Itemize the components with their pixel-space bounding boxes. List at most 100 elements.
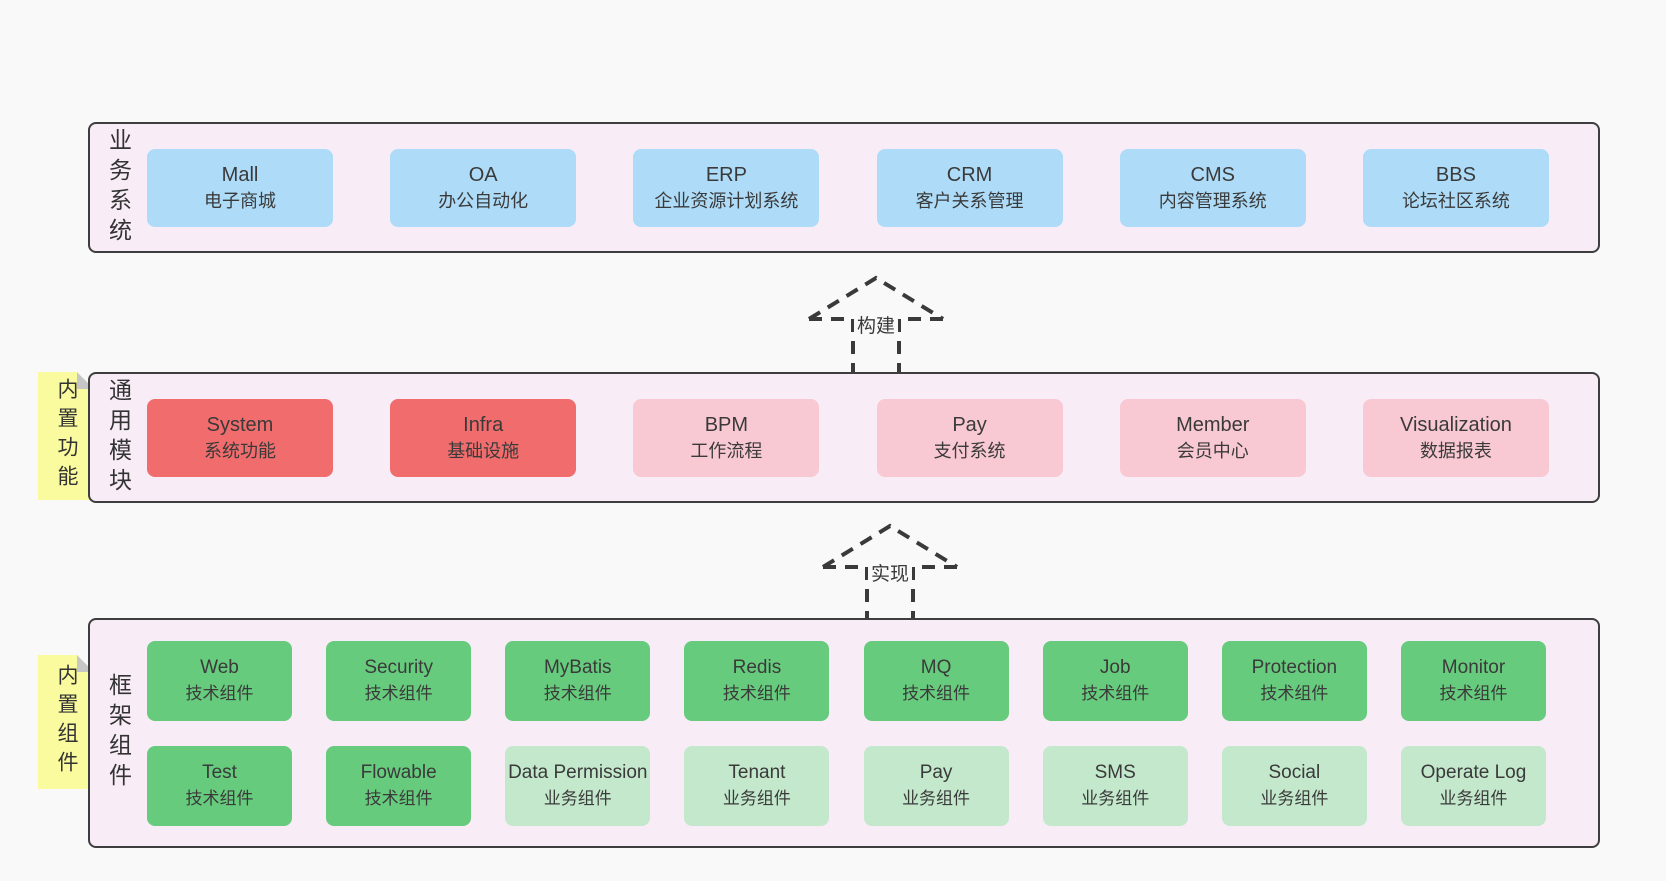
box-desc: 业务组件: [1081, 788, 1150, 808]
box-name: MQ: [920, 656, 952, 678]
box-mq: MQ 技术组件: [863, 640, 1009, 721]
box-pay-module: Pay 支付系统: [876, 398, 1063, 477]
box-desc: 技术组件: [543, 683, 612, 703]
box-desc: 业务组件: [1260, 788, 1329, 808]
box-name: OA: [468, 163, 498, 186]
box-mall: Mall 电子商城: [147, 148, 333, 227]
box-name: CRM: [946, 163, 993, 186]
box-desc: 基础设施: [447, 440, 520, 461]
box-desc: 客户关系管理: [915, 190, 1024, 211]
box-bpm: BPM 工作流程: [633, 398, 820, 477]
box-name: BBS: [1435, 163, 1476, 186]
box-name: Social: [1268, 761, 1321, 783]
box-name: Tenant: [728, 761, 786, 783]
box-desc: 业务组件: [543, 788, 612, 808]
up-arrow-icon: [821, 523, 959, 620]
box-name: Visualization: [1399, 413, 1512, 436]
box-desc: 系统功能: [204, 440, 276, 461]
box-desc: 技术组件: [185, 788, 254, 808]
box-bbs: BBS 论坛社区系统: [1362, 148, 1549, 227]
box-name: Monitor: [1441, 656, 1506, 678]
implement-arrow: 实现: [815, 520, 965, 620]
box-job: Job 技术组件: [1042, 640, 1188, 721]
box-name: ERP: [705, 163, 747, 186]
box-name: Flowable: [360, 761, 437, 783]
box-web: Web 技术组件: [147, 640, 292, 721]
box-desc: 业务组件: [902, 788, 971, 808]
box-name: Security: [364, 656, 433, 678]
box-name: Job: [1099, 656, 1131, 678]
box-desc: 业务组件: [722, 788, 791, 808]
box-name: System: [206, 413, 274, 436]
box-visualization: Visualization 数据报表: [1362, 398, 1549, 477]
builtin-features-note-text: 内置功能: [55, 378, 78, 494]
box-desc: 办公自动化: [438, 190, 529, 211]
box-tenant: Tenant 业务组件: [684, 745, 830, 826]
common-modules-section: 通用模块 System 系统功能 Infra 基础设施 BPM 工作流程 Pay…: [88, 372, 1600, 503]
box-redis: Redis 技术组件: [684, 640, 830, 721]
implement-arrow-label: 实现: [867, 558, 913, 587]
box-cms: CMS 内容管理系统: [1119, 148, 1306, 227]
box-desc: 会员中心: [1176, 440, 1249, 461]
box-system: System 系统功能: [147, 398, 333, 477]
box-security: Security 技术组件: [326, 640, 472, 721]
biz-components-row: Test 技术组件 Flowable 技术组件 Data Permission …: [147, 745, 1546, 826]
box-name: Redis: [732, 656, 782, 678]
business-systems-label: 业务系统: [105, 127, 132, 248]
box-erp: ERP 企业资源计划系统: [633, 148, 820, 227]
box-desc: 业务组件: [1439, 788, 1508, 808]
box-desc: 技术组件: [1081, 683, 1150, 703]
box-desc: 论坛社区系统: [1401, 190, 1510, 211]
box-name: BPM: [704, 413, 749, 436]
up-arrow-icon: [807, 275, 945, 372]
build-arrow-label: 构建: [853, 310, 899, 339]
box-desc: 数据报表: [1419, 440, 1492, 461]
box-infra: Infra 基础设施: [390, 398, 577, 477]
box-data-permission: Data Permission 业务组件: [505, 745, 651, 826]
business-systems-boxes: Mall 电子商城 OA 办公自动化 ERP 企业资源计划系统 CRM 客户关系…: [147, 124, 1598, 251]
box-monitor: Monitor 技术组件: [1400, 640, 1546, 721]
box-mybatis: MyBatis 技术组件: [505, 640, 651, 721]
box-desc: 技术组件: [902, 683, 971, 703]
box-social: Social 业务组件: [1221, 745, 1367, 826]
box-name: MyBatis: [543, 656, 612, 678]
box-desc: 技术组件: [722, 683, 791, 703]
box-sms: SMS 业务组件: [1042, 745, 1188, 826]
box-desc: 工作流程: [690, 440, 763, 461]
box-name: Operate Log: [1420, 761, 1527, 783]
common-modules-boxes: System 系统功能 Infra 基础设施 BPM 工作流程 Pay 支付系统…: [147, 374, 1598, 501]
box-member: Member 会员中心: [1119, 398, 1306, 477]
box-desc: 企业资源计划系统: [654, 190, 799, 211]
box-pay-component: Pay 业务组件: [863, 745, 1009, 826]
box-name: Infra: [463, 413, 504, 436]
builtin-components-note: 内置组件: [38, 655, 94, 789]
business-systems-section: 业务系统 Mall 电子商城 OA 办公自动化 ERP 企业资源计划系统 CRM…: [88, 122, 1600, 253]
box-desc: 支付系统: [933, 440, 1006, 461]
box-desc: 技术组件: [185, 683, 254, 703]
builtin-components-note-text: 内置组件: [55, 664, 78, 780]
box-desc: 技术组件: [364, 683, 433, 703]
box-name: Test: [202, 761, 237, 783]
box-name: Protection: [1251, 656, 1338, 678]
box-name: CMS: [1190, 163, 1235, 186]
box-name: Web: [200, 656, 239, 678]
box-desc: 内容管理系统: [1158, 190, 1267, 211]
box-crm: CRM 客户关系管理: [876, 148, 1063, 227]
framework-components-rows: Web 技术组件 Security 技术组件 MyBatis 技术组件 Redi…: [147, 620, 1598, 846]
box-name: Data Permission: [508, 761, 648, 783]
box-name: Pay: [952, 413, 987, 436]
framework-components-label: 框架组件: [105, 673, 132, 793]
box-flowable: Flowable 技术组件: [326, 745, 472, 826]
box-name: SMS: [1094, 761, 1136, 783]
box-test: Test 技术组件: [147, 745, 292, 826]
box-name: Pay: [919, 761, 953, 783]
box-desc: 技术组件: [1439, 683, 1508, 703]
box-desc: 技术组件: [364, 788, 433, 808]
box-protection: Protection 技术组件: [1221, 640, 1367, 721]
framework-components-section: 框架组件 Web 技术组件 Security 技术组件 MyBatis 技术组件…: [88, 618, 1600, 848]
box-desc: 技术组件: [1260, 683, 1329, 703]
box-operate-log: Operate Log 业务组件: [1400, 745, 1546, 826]
box-name: Mall: [221, 163, 259, 186]
build-arrow: 构建: [801, 272, 951, 372]
common-modules-label: 通用模块: [105, 377, 132, 498]
